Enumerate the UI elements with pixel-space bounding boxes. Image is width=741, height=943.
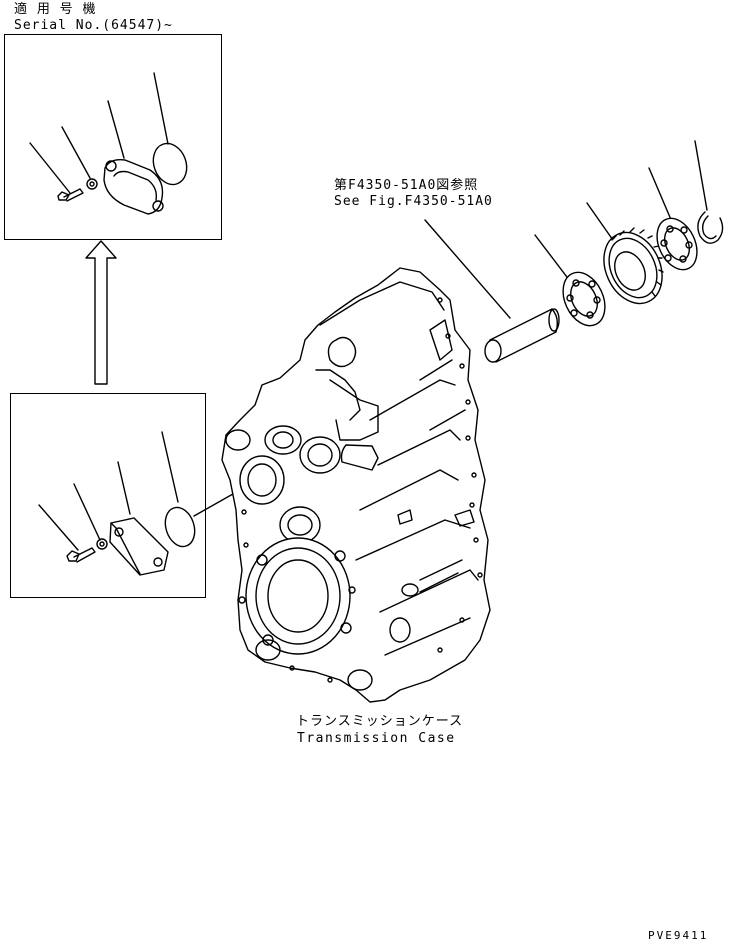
arrow-icon bbox=[85, 240, 117, 385]
applicable-serial-label-jp: 適 用 号 機 bbox=[14, 2, 97, 17]
serial-number-range: Serial No.(64547)~ bbox=[14, 18, 173, 33]
drawing-code: PVE9411 bbox=[648, 929, 709, 942]
figure-reference-jp: 第F4350-51A0図参照 bbox=[334, 178, 479, 193]
figure-reference-en: See Fig.F4350-51A0 bbox=[334, 194, 493, 209]
gear-icon bbox=[603, 227, 664, 305]
oring-icon bbox=[152, 142, 188, 186]
shaft-assembly bbox=[424, 140, 724, 363]
bearing-icon bbox=[656, 217, 698, 271]
transmission-case-icon bbox=[221, 267, 491, 703]
bolt-icon bbox=[57, 188, 84, 202]
shaft-icon bbox=[484, 308, 560, 363]
bolt-icon bbox=[66, 547, 96, 563]
snap-ring-icon bbox=[697, 211, 724, 244]
top-box-parts bbox=[29, 72, 188, 215]
detail-box-old-cover bbox=[10, 393, 206, 598]
detail-box-new-cover bbox=[4, 34, 222, 240]
bell-housing bbox=[238, 537, 356, 655]
bearing-icon bbox=[562, 271, 606, 327]
cover-plate-icon bbox=[109, 517, 169, 576]
part-name-jp: トランスミッションケース bbox=[296, 714, 464, 729]
bottom-box-parts bbox=[38, 431, 241, 576]
oring-icon bbox=[164, 506, 196, 548]
washer-icon bbox=[96, 538, 108, 550]
part-name-en: Transmission Case bbox=[297, 731, 456, 746]
cover-plate-icon bbox=[103, 158, 164, 215]
washer-icon bbox=[86, 178, 98, 190]
